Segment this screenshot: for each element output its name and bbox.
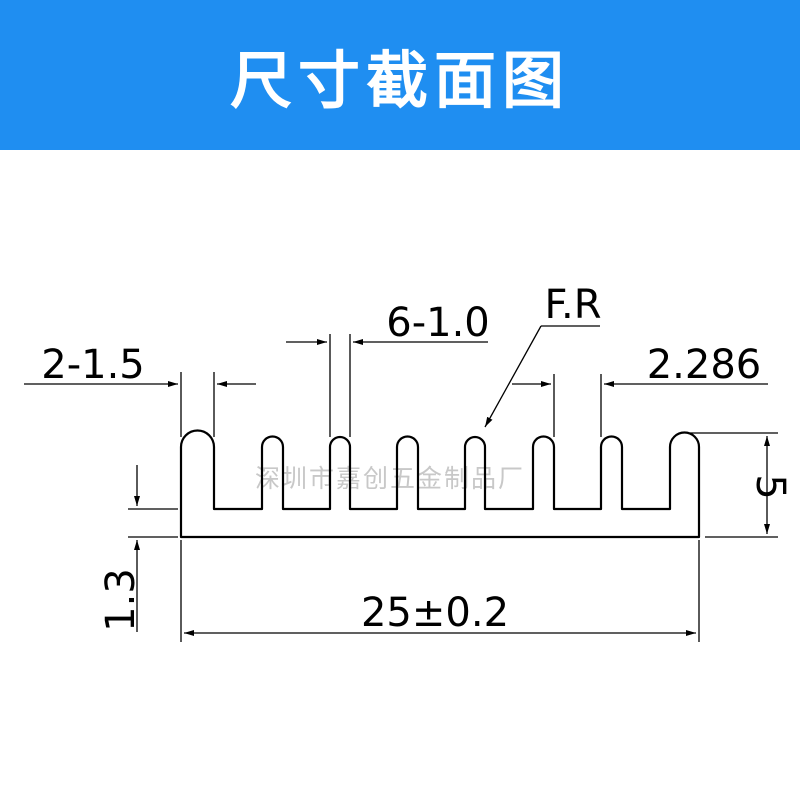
fin-tip-thickness-label: 2-1.5: [41, 342, 145, 388]
base-thickness-label: 1.3: [98, 568, 144, 632]
dimension-lines: [24, 325, 778, 642]
fin-root-thickness-label: 6-1.0: [386, 300, 490, 346]
fin-radius-label: F.R: [544, 282, 601, 328]
page-title: 尺寸截面图: [229, 44, 570, 117]
heatsink-profile-outline: [179, 429, 701, 539]
fin-pitch-label: 2.286: [647, 342, 762, 388]
width-label: 25±0.2: [361, 590, 509, 636]
watermark-text: 深圳市嘉创五金制品厂: [255, 464, 525, 493]
height-label: 5: [747, 474, 793, 499]
header-banner: 尺寸截面图: [0, 0, 800, 150]
cross-section-drawing: 深圳市嘉创五金制品厂: [24, 282, 793, 642]
